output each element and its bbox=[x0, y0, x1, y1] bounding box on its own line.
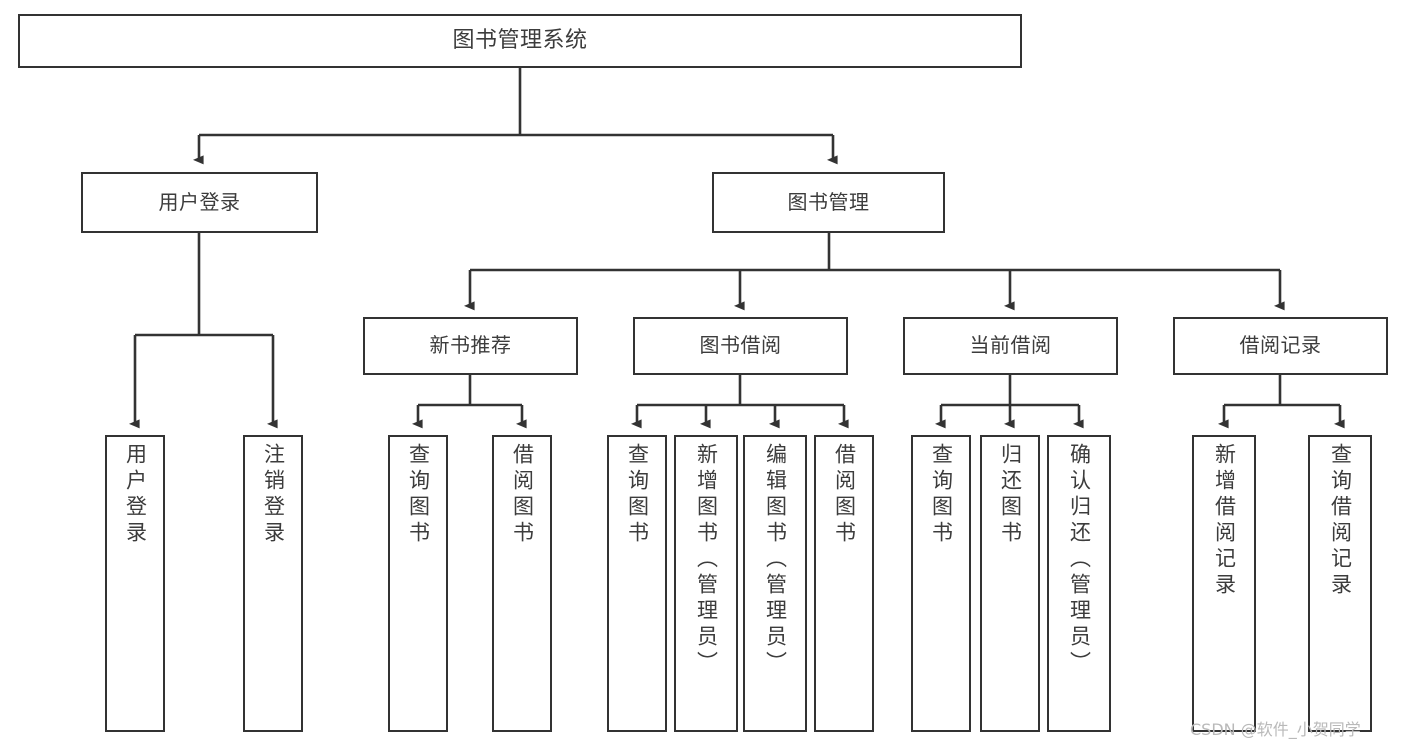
leaf-current-query-book[interactable]: 查询图书 bbox=[911, 435, 971, 732]
node-book-management-label: 图书管理 bbox=[787, 189, 870, 214]
leaf-add-book-admin[interactable]: 新增图书（管理员） bbox=[674, 435, 738, 732]
leaf-edit-book-admin-label: 编辑图书（管理员） bbox=[763, 443, 788, 677]
leaf-user-login[interactable]: 用户登录 bbox=[105, 435, 165, 732]
leaf-logout[interactable]: 注销登录 bbox=[243, 435, 303, 732]
leaf-confirm-return-admin-label: 确认归还（管理员） bbox=[1067, 443, 1092, 677]
leaf-current-query-book-label: 查询图书 bbox=[929, 443, 954, 547]
leaf-new-query-book[interactable]: 查询图书 bbox=[388, 435, 448, 732]
leaf-add-borrow-record[interactable]: 新增借阅记录 bbox=[1192, 435, 1256, 732]
node-borrow-record[interactable]: 借阅记录 bbox=[1173, 317, 1388, 375]
leaf-edit-book-admin[interactable]: 编辑图书（管理员） bbox=[743, 435, 807, 732]
node-root-label: 图书管理系统 bbox=[452, 28, 588, 54]
node-book-borrow[interactable]: 图书借阅 bbox=[633, 317, 848, 375]
node-new-book-recommend-label: 新书推荐 bbox=[429, 333, 512, 358]
leaf-borrow-query-book-label: 查询图书 bbox=[625, 443, 650, 547]
node-current-borrow[interactable]: 当前借阅 bbox=[903, 317, 1118, 375]
node-root[interactable]: 图书管理系统 bbox=[18, 14, 1022, 68]
leaf-query-borrow-record[interactable]: 查询借阅记录 bbox=[1308, 435, 1372, 732]
leaf-logout-label: 注销登录 bbox=[261, 443, 286, 547]
leaf-borrow-book[interactable]: 借阅图书 bbox=[814, 435, 874, 732]
node-book-borrow-label: 图书借阅 bbox=[699, 333, 782, 358]
leaf-borrow-query-book[interactable]: 查询图书 bbox=[607, 435, 667, 732]
leaf-return-book[interactable]: 归还图书 bbox=[980, 435, 1040, 732]
node-user-login-label: 用户登录 bbox=[158, 189, 241, 214]
node-book-management[interactable]: 图书管理 bbox=[712, 172, 945, 233]
node-new-book-recommend[interactable]: 新书推荐 bbox=[363, 317, 578, 375]
leaf-borrow-book-label: 借阅图书 bbox=[832, 443, 857, 547]
leaf-query-borrow-record-label: 查询借阅记录 bbox=[1328, 443, 1353, 599]
leaf-new-query-book-label: 查询图书 bbox=[406, 443, 431, 547]
leaf-new-borrow-book-label: 借阅图书 bbox=[510, 443, 535, 547]
csdn-watermark: CSDN @软件_小贺同学 bbox=[1190, 720, 1361, 739]
leaf-new-borrow-book[interactable]: 借阅图书 bbox=[492, 435, 552, 732]
node-borrow-record-label: 借阅记录 bbox=[1239, 333, 1322, 358]
node-current-borrow-label: 当前借阅 bbox=[969, 333, 1052, 358]
leaf-confirm-return-admin[interactable]: 确认归还（管理员） bbox=[1047, 435, 1111, 732]
leaf-add-book-admin-label: 新增图书（管理员） bbox=[694, 443, 719, 677]
leaf-add-borrow-record-label: 新增借阅记录 bbox=[1212, 443, 1237, 599]
node-user-login[interactable]: 用户登录 bbox=[81, 172, 318, 233]
leaf-return-book-label: 归还图书 bbox=[998, 443, 1023, 547]
leaf-user-login-label: 用户登录 bbox=[123, 443, 148, 547]
